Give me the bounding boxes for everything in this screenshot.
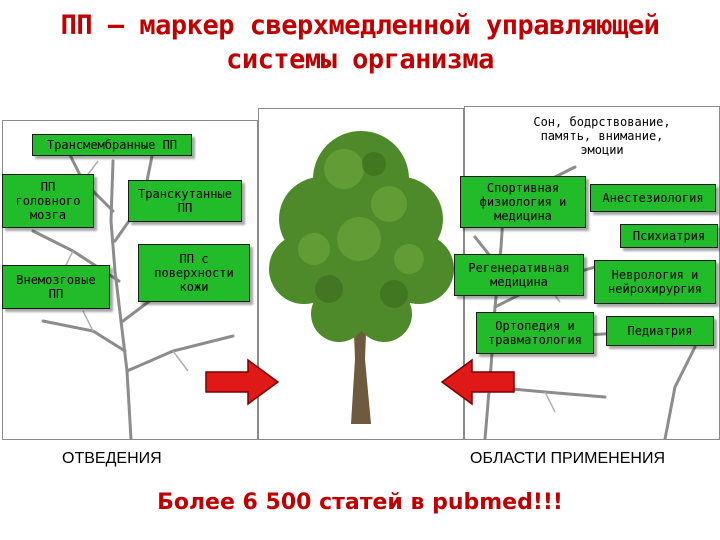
title-line-1: ПП – маркер сверхмедленной управляющей (60, 10, 660, 41)
pediatrics-box: Педиатрия (606, 316, 714, 346)
arrow-left-icon (440, 358, 515, 406)
center-panel (258, 108, 464, 440)
extracerebral-pp-box: Внемозговые ПП (2, 265, 110, 309)
pubmed-footer: Более 6 500 статей в pubmed!!! (157, 490, 563, 515)
neurology-neurosurgery-box: Неврология и нейрохирургия (594, 260, 716, 304)
psychiatry-box: Психиатрия (620, 224, 718, 248)
regenerative-medicine-box: Регенеративная медицина (454, 254, 584, 296)
transmembrane-pp-box: Трансмембранные ПП (32, 134, 192, 156)
sleep-wakefulness-text: Сон, бодрствование, память, внимание, эм… (533, 115, 671, 157)
arrow-right-icon (205, 358, 280, 406)
leads-caption: ОТВЕДЕНИЯ (62, 450, 162, 467)
applications-caption: ОБЛАСТИ ПРИМЕНЕНИЯ (470, 450, 666, 467)
brain-pp-box: ПП головного мозга (2, 174, 94, 228)
anesthesiology-box: Анестезиология (590, 184, 716, 212)
orthopedics-traumatology-box: Ортопедия и травматология (476, 312, 594, 354)
skin-surface-pp-box: ПП с поверхности кожи (138, 244, 250, 302)
oak-tree-illustration (269, 131, 454, 424)
transcutaneous-pp-box: Транскутанные ПП (128, 180, 242, 222)
title-line-2: системы организма (226, 44, 494, 75)
sports-medicine-box: Спортивная физиология и медицина (460, 176, 586, 228)
